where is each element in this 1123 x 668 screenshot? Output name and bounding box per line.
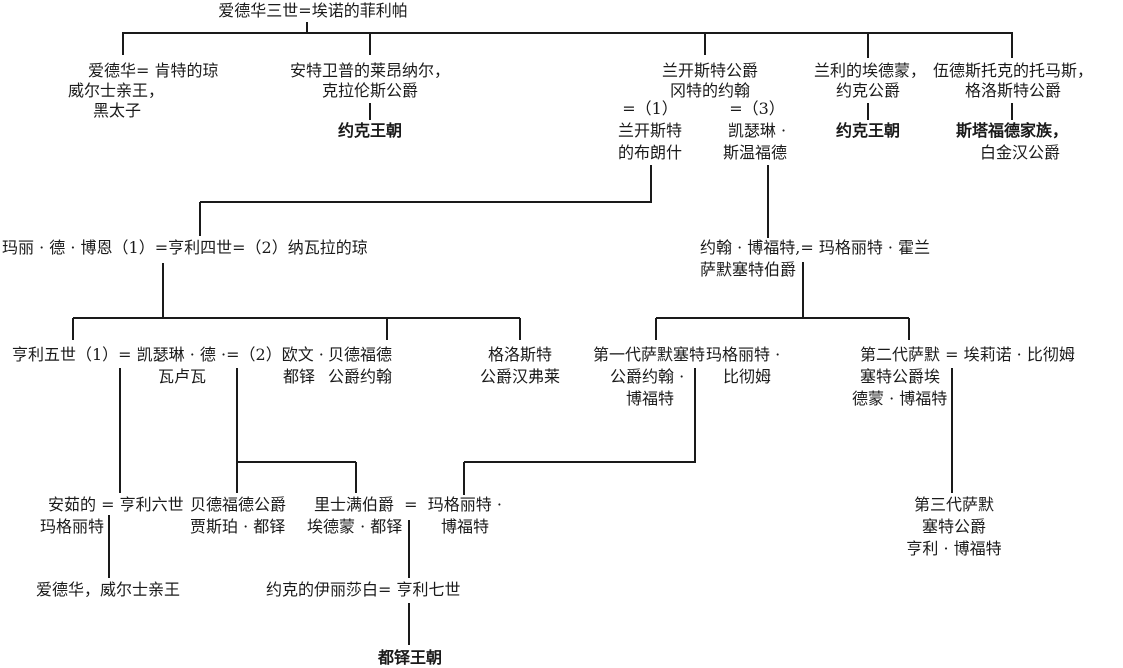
edmund-langley-line1: 兰利的埃德蒙， <box>813 61 927 80</box>
thomas-woodstock-line2: 格洛斯特公爵 <box>964 81 1062 100</box>
york-dynasty-label-2: 约克王朝 <box>835 121 901 140</box>
lionel-line1: 安特卫普的莱昂纳尔， <box>289 61 451 80</box>
john-of-gaunt-line2: 冈特的约翰 <box>669 81 751 100</box>
york-dynasty-label: 约克王朝 <box>337 121 403 140</box>
valois-label: 瓦卢瓦 <box>157 367 207 386</box>
edward-prince-of-wales: 爱德华，威尔士亲王 <box>36 580 181 599</box>
john-beaufort-line1: 约翰 · 博福特,= 玛格丽特 · 霍兰 <box>700 238 931 257</box>
jasper-line2: 贾斯珀 · 都铎 <box>190 517 286 536</box>
henry-vi-line1: 安茹的 = 亨利六世 <box>48 495 184 514</box>
wife3-marker: =（3） <box>729 99 785 118</box>
henry-iv-line: 玛丽 · 德 · 博恩（1）=亨利四世=（2）纳瓦拉的琼 <box>2 238 368 257</box>
edward-black-prince-line3: 黑太子 <box>93 101 142 120</box>
owen-tudor-line2: 都铎 <box>282 367 316 386</box>
katherine-line1: 凯瑟琳 · <box>727 121 787 140</box>
edmund-tudor-line1: 里士满伯爵 = 玛格丽特 · <box>314 495 502 514</box>
jasper-line1: 贝德福德公爵 <box>190 495 287 514</box>
somerset1-line2: 公爵约翰 · <box>610 367 685 386</box>
somerset2-line1: 第二代萨默 = 埃莉诺 · 比彻姆 <box>860 345 1075 364</box>
edward-black-prince-line1: 爱德华= 肯特的琼 <box>88 61 219 80</box>
bedford-john-line2: 公爵约翰 <box>327 367 393 386</box>
gloucester-humphrey-line1: 格洛斯特 <box>487 345 553 364</box>
tudor-dynasty-label: 都铎王朝 <box>377 648 443 667</box>
root-couple: 爱德华三世=埃诺的菲利帕 <box>218 1 408 20</box>
margaret-beauchamp-line1: 玛格丽特 · <box>706 345 781 364</box>
somerset3-line1: 第三代萨默 <box>913 495 995 514</box>
lionel-line2: 克拉伦斯公爵 <box>321 81 419 100</box>
henry-v-line1: 亨利五世（1）= 凯瑟琳 · 德 ·=（2）欧文 · <box>12 345 324 364</box>
katherine-line2: 斯温福德 <box>722 143 788 162</box>
blanche-line1: 兰开斯特 <box>617 121 683 140</box>
stafford-family-label: 斯塔福德家族， <box>955 121 1069 140</box>
edmund-langley-line2: 约克公爵 <box>835 81 901 100</box>
henry-vi-line2: 玛格丽特 <box>40 517 105 536</box>
edmund-tudor-line2: 埃德蒙 · 都铎 <box>307 517 403 536</box>
henry-vii-line: 约克的伊丽莎白= 亨利七世 <box>266 580 461 599</box>
thomas-woodstock-line1: 伍德斯托克的托马斯， <box>932 61 1094 80</box>
somerset3-line2: 塞特公爵 <box>921 517 987 536</box>
blanche-line2: 的布朗什 <box>617 143 683 162</box>
somerset2-line2: 塞特公爵埃 <box>860 367 941 386</box>
john-beaufort-line2: 萨默塞特伯爵 <box>700 260 797 279</box>
wife1-marker: =（1） <box>622 99 678 118</box>
somerset2-line3: 德蒙 · 博福特 <box>852 389 948 408</box>
edward-black-prince-line2: 威尔士亲王， <box>68 81 165 100</box>
somerset3-line3: 亨利 · 博福特 <box>906 539 1002 558</box>
gloucester-humphrey-line2: 公爵汉弗莱 <box>479 367 561 386</box>
margaret-beauchamp-line2: 比彻姆 <box>723 367 772 386</box>
somerset1-line1: 第一代萨默塞特 <box>593 345 706 364</box>
margaret-beaufort-line2: 博福特 <box>440 517 490 536</box>
bedford-john-line1: 贝德福德 <box>327 345 393 364</box>
buckingham-label: 白金汉公爵 <box>979 143 1061 162</box>
somerset1-line3: 博福特 <box>626 389 675 408</box>
john-of-gaunt-line1: 兰开斯特公爵 <box>661 61 759 80</box>
